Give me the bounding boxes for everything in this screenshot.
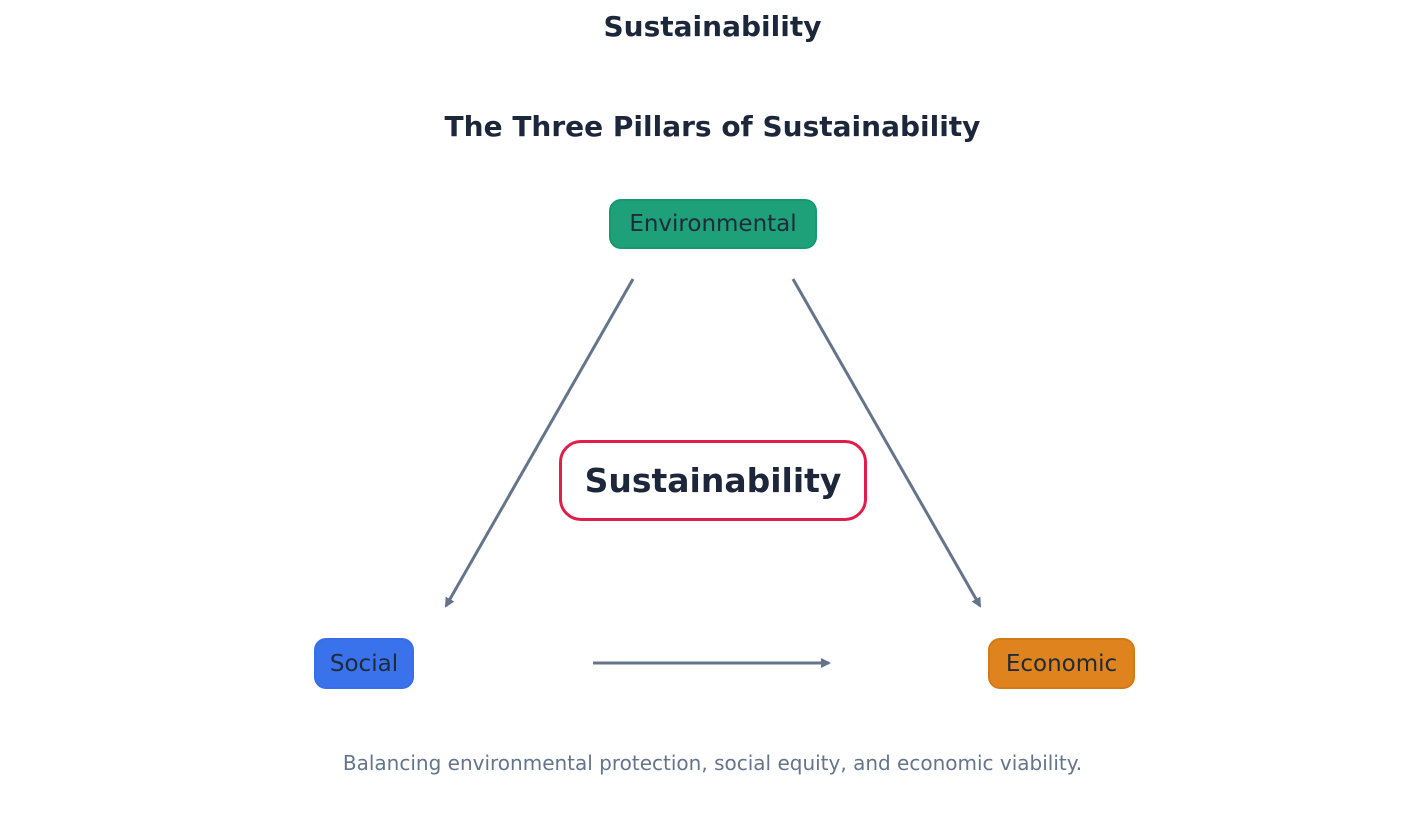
- node-economic-label: Economic: [1005, 650, 1118, 677]
- node-social-label: Social: [329, 650, 399, 677]
- page-title: Sustainability: [603, 10, 822, 43]
- diagram-caption: Balancing environmental protection, soci…: [342, 751, 1083, 775]
- node-economic: Economic: [988, 638, 1135, 689]
- node-social: Social: [314, 638, 414, 689]
- diagram-title: The Three Pillars of Sustainability: [444, 110, 981, 143]
- node-center-label: Sustainability: [584, 461, 842, 500]
- node-center-sustainability: Sustainability: [559, 440, 867, 521]
- edge-environmental-social: [444, 278, 635, 608]
- node-environmental: Environmental: [609, 199, 817, 249]
- node-environmental-label: Environmental: [629, 211, 797, 237]
- edge-environmental-economic: [791, 278, 982, 608]
